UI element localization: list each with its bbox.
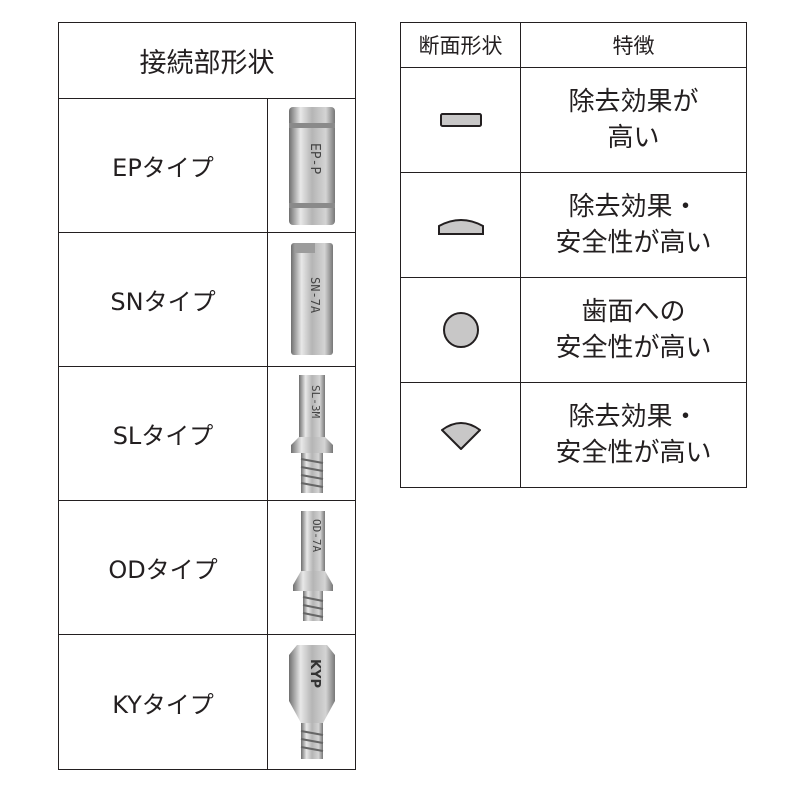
lens-shape-icon: [401, 383, 521, 487]
rectangle-shape-icon: [401, 68, 521, 172]
type-label: ODタイプ: [59, 501, 268, 634]
table-row: 歯面への 安全性が高い: [401, 278, 746, 383]
connection-type-header: 接続部形状: [59, 23, 355, 99]
feature-line: 除去効果・: [568, 402, 699, 432]
cross-section-table: 断面形状 特徴 除去効果が 高い 除去効果・ 安全性が高い: [400, 22, 747, 488]
ep-tip-icon: EP-P: [268, 99, 355, 232]
engraving-text: SN-7A: [308, 277, 322, 314]
table-row: EPタイプ EP-P: [59, 99, 355, 233]
sn-tip-icon: SN-7A: [268, 233, 355, 366]
feature-text: 除去効果・ 安全性が高い: [521, 383, 746, 487]
feature-text: 除去効果が 高い: [521, 68, 746, 172]
engraving-text: OD-7A: [310, 519, 323, 552]
table-row: SNタイプ SN-7A: [59, 233, 355, 367]
half-round-shape-icon: [401, 173, 521, 277]
feature-line: 安全性が高い: [555, 333, 712, 363]
feature-line: 安全性が高い: [555, 438, 712, 468]
type-label: EPタイプ: [59, 99, 268, 232]
feature-line: 歯面への: [581, 297, 686, 327]
table-row: ODタイプ OD-7A: [59, 501, 355, 635]
circle-shape-icon: [401, 278, 521, 382]
feature-line: 除去効果が: [568, 87, 699, 117]
feature-line: 安全性が高い: [555, 228, 712, 258]
table-row: 除去効果・ 安全性が高い: [401, 173, 746, 278]
table-row: 除去効果・ 安全性が高い: [401, 383, 746, 487]
connection-type-table: 接続部形状 EPタイプ EP-P: [58, 22, 356, 770]
feature-text: 歯面への 安全性が高い: [521, 278, 746, 382]
feature-line: 除去効果・: [568, 192, 699, 222]
type-label: KYタイプ: [59, 635, 268, 769]
type-label: SNタイプ: [59, 233, 268, 366]
od-tip-icon: OD-7A: [268, 501, 355, 634]
feature-line: 高い: [607, 123, 660, 153]
table-row: 除去効果が 高い: [401, 68, 746, 173]
sl-tip-icon: SL-3M: [268, 367, 355, 500]
feature-header: 特徴: [612, 34, 655, 58]
type-label: SLタイプ: [59, 367, 268, 500]
engraving-text: KYP: [307, 659, 322, 688]
feature-text: 除去効果・ 安全性が高い: [521, 173, 746, 277]
cross-section-shape-header: 断面形状: [401, 23, 521, 67]
table-row: KYタイプ KYP: [59, 635, 355, 769]
table-row: SLタイプ SL-3M: [59, 367, 355, 501]
ky-tip-icon: KYP: [268, 635, 355, 769]
engraving-text: SL-3M: [309, 385, 322, 418]
engraving-text: EP-P: [307, 143, 322, 174]
cross-section-header-row: 断面形状 特徴: [401, 23, 746, 68]
